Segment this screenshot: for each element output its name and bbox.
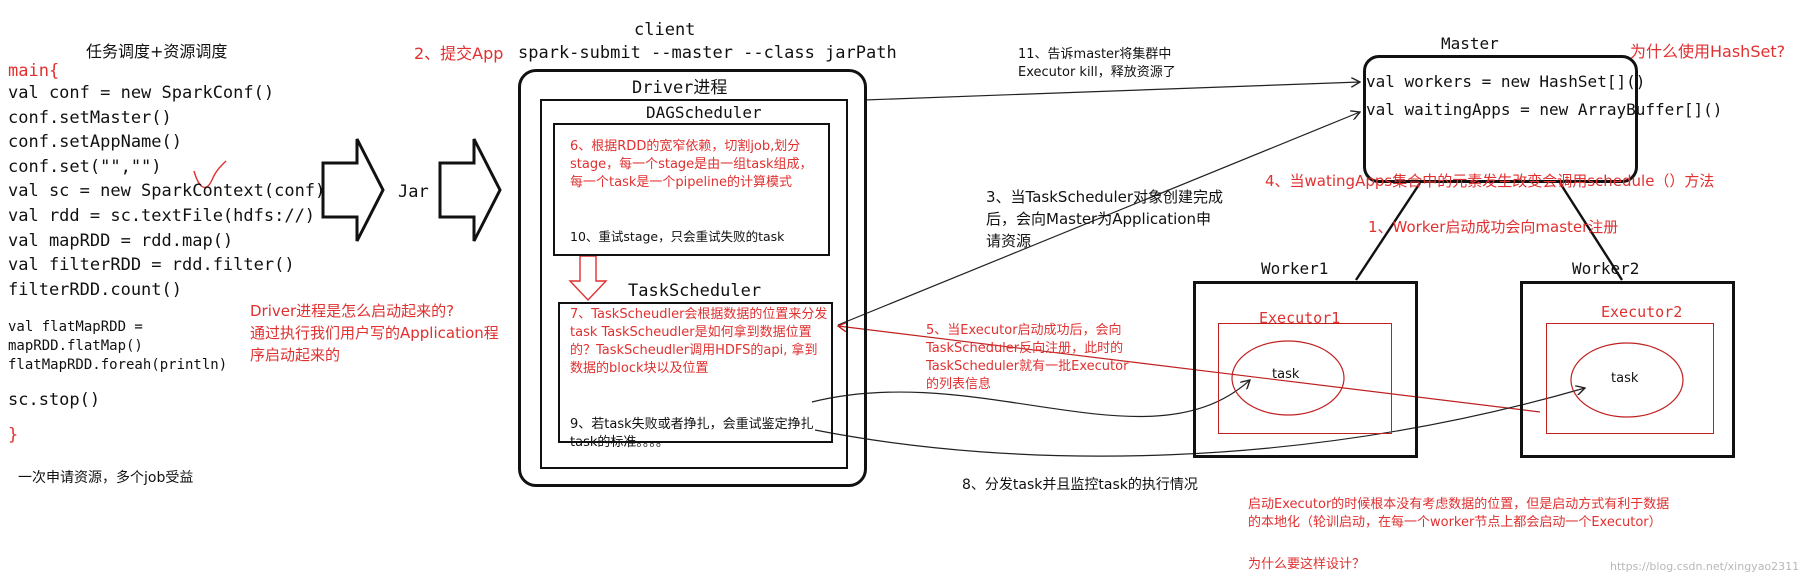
driver-title: Driver进程 bbox=[632, 78, 728, 98]
task-ellipse-1 bbox=[1231, 340, 1345, 416]
code-stop: sc.stop() bbox=[8, 390, 101, 410]
arrow-step3 bbox=[837, 112, 1360, 326]
code-line: conf.setMaster() bbox=[8, 107, 172, 128]
left-title: 任务调度+资源调度 bbox=[86, 42, 228, 61]
ts-title: TaskScheduler bbox=[628, 281, 762, 301]
step8-note: 8、分发task并且监控task的执行情况 bbox=[962, 477, 1198, 493]
master-line-1: val workers = new HashSet[]() bbox=[1366, 72, 1646, 91]
main-open: main{ bbox=[8, 61, 60, 81]
dag-to-ts-arrow bbox=[568, 255, 608, 302]
code-line: conf.set("","") bbox=[8, 156, 162, 177]
master-line-2: val waitingApps = new ArrayBuffer[]() bbox=[1366, 100, 1723, 119]
code-line: val conf = new SparkConf() bbox=[8, 83, 275, 103]
submit-command: spark-submit --master --class jarPath bbox=[518, 43, 897, 63]
jar-arrow-right bbox=[438, 138, 502, 242]
master-to-worker2 bbox=[1558, 182, 1624, 281]
task-ellipse-2 bbox=[1570, 342, 1684, 418]
arrow-step8-to-executor1 bbox=[811, 380, 1250, 418]
driver-process-box bbox=[518, 69, 867, 487]
left-footer: 一次申请资源，多个job受益 bbox=[18, 470, 194, 486]
step1-note: 1、Worker启动成功会向master注册 bbox=[1368, 218, 1619, 236]
code-line: flatMapRDD.foreah(println) bbox=[8, 357, 228, 373]
code-line: val filterRDD = rdd.filter() bbox=[8, 255, 295, 276]
code-line: conf.setAppName() bbox=[8, 132, 182, 153]
step5-note: 5、当Executor启动成功后，会向TaskScheduler反向注册，此时的… bbox=[926, 323, 1129, 392]
ts-retry-note: 9、若task失败或者挣扎，会重试鉴定挣扎task的标准。。。。 bbox=[570, 417, 814, 450]
executor1-box bbox=[1218, 323, 1392, 434]
watermark: https://blog.csdn.net/xingyao2311 bbox=[1610, 560, 1800, 573]
master-box bbox=[1363, 55, 1638, 183]
submit-step: 2、提交App bbox=[414, 44, 504, 63]
driver-answer: 通过执行我们用户写的Application程序启动起来的 bbox=[250, 324, 499, 364]
jar-label: Jar bbox=[398, 182, 429, 202]
worker1-box bbox=[1193, 281, 1418, 458]
dag-note: 6、根据RDD的宽窄依赖，切割job,划分stage，每一个stage是由一组t… bbox=[570, 139, 813, 190]
taskscheduler-box bbox=[558, 302, 833, 443]
step4-note: 4、当watingApps集合中的元素发生改变会调用schedule（）方法 bbox=[1265, 172, 1715, 190]
driver-inner-box bbox=[540, 99, 848, 469]
main-close: } bbox=[8, 425, 19, 445]
executor2-box bbox=[1546, 323, 1714, 434]
code-block-1: val conf = new SparkConf() conf.setMaste… bbox=[8, 81, 325, 302]
master-to-worker1 bbox=[1354, 182, 1422, 281]
code-line: val mapRDD = rdd.map() bbox=[8, 230, 234, 251]
master-title: Master bbox=[1441, 34, 1499, 53]
worker2-box bbox=[1520, 281, 1735, 458]
client-title: client bbox=[634, 20, 696, 40]
arrow-step5 bbox=[838, 326, 1541, 413]
code-line: val flatMapRDD = bbox=[8, 319, 143, 335]
arrow-driver-to-master-top bbox=[863, 82, 1360, 101]
code-line: val rdd = sc.textFile(hdfs://) bbox=[8, 205, 316, 226]
code-line: mapRDD.flatMap() bbox=[8, 338, 143, 354]
step3-note: 3、当TaskScheduler对象创建完成后，会向Master为Applica… bbox=[986, 188, 1224, 250]
ts-note: 7、TaskScheudler会根据数据的位置来分发task TaskScheu… bbox=[570, 307, 828, 376]
dagscheduler-box bbox=[553, 123, 830, 256]
bottom-note: 启动Executor的时候根本没有考虑数据的位置，但是启动方式有利于数据的本地化… bbox=[1248, 497, 1670, 530]
step11-note: 11、告诉master将集群中Executor kill，释放资源了 bbox=[1018, 47, 1176, 80]
dag-title: DAGScheduler bbox=[646, 103, 762, 122]
driver-question: Driver进程是怎么启动起来的? bbox=[250, 302, 455, 320]
worker2-title: Worker2 bbox=[1572, 259, 1640, 278]
hashset-question: 为什么使用HashSet? bbox=[1630, 42, 1786, 61]
task2-label: task bbox=[1611, 371, 1639, 386]
code-line: filterRDD.count() bbox=[8, 279, 182, 300]
task1-label: task bbox=[1272, 367, 1300, 382]
code-block-2: val flatMapRDD = mapRDD.flatMap() flatMa… bbox=[8, 318, 227, 375]
executor1-label: Executor1 bbox=[1259, 309, 1341, 327]
dag-retry-note: 10、重试stage，只会重试失败的task bbox=[570, 229, 785, 244]
bottom-question: 为什么要这样设计？ bbox=[1248, 557, 1366, 572]
worker1-title: Worker1 bbox=[1261, 259, 1329, 278]
arrow-step8-to-executor2 bbox=[814, 388, 1585, 457]
code-line: val sc = new SparkContext(conf) bbox=[8, 181, 326, 202]
executor2-label: Executor2 bbox=[1601, 303, 1683, 321]
red-tick-mark bbox=[193, 160, 227, 189]
jar-arrow-left bbox=[321, 138, 385, 242]
